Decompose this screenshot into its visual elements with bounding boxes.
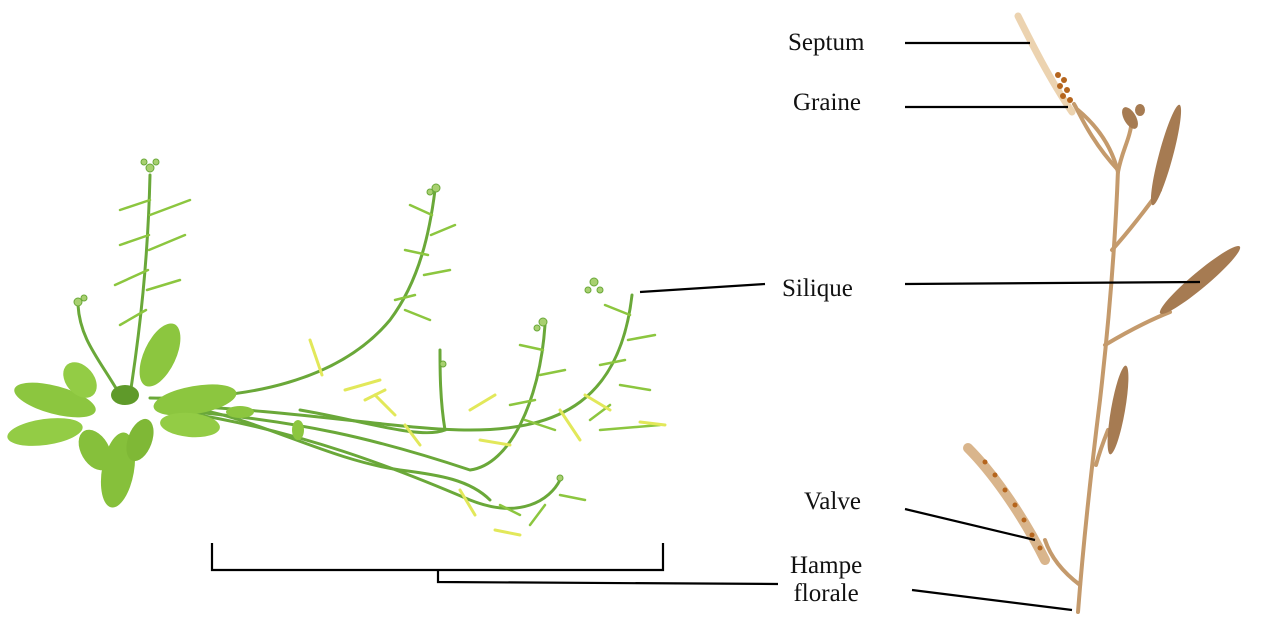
label-valve: Valve — [804, 488, 861, 516]
label-hampe-florale: Hampe florale — [790, 552, 862, 608]
mature-stem — [968, 16, 1245, 612]
silique-leader-left — [640, 284, 765, 292]
label-hampe-line2: florale — [790, 580, 862, 608]
hampe-bracket — [212, 543, 663, 570]
label-hampe-line1: Hampe — [790, 552, 862, 580]
hampe-leader — [912, 590, 1072, 610]
silique-leader-right — [905, 282, 1200, 284]
whole-plant — [6, 159, 665, 535]
green-siliques — [115, 200, 660, 525]
rosette — [6, 317, 304, 510]
leader-lines — [212, 43, 1200, 610]
septum-and-seeds — [1018, 16, 1073, 112]
label-graine: Graine — [793, 89, 861, 117]
label-silique: Silique — [782, 275, 853, 303]
hampe-bracket-stem — [438, 570, 778, 584]
label-septum: Septum — [788, 29, 864, 57]
